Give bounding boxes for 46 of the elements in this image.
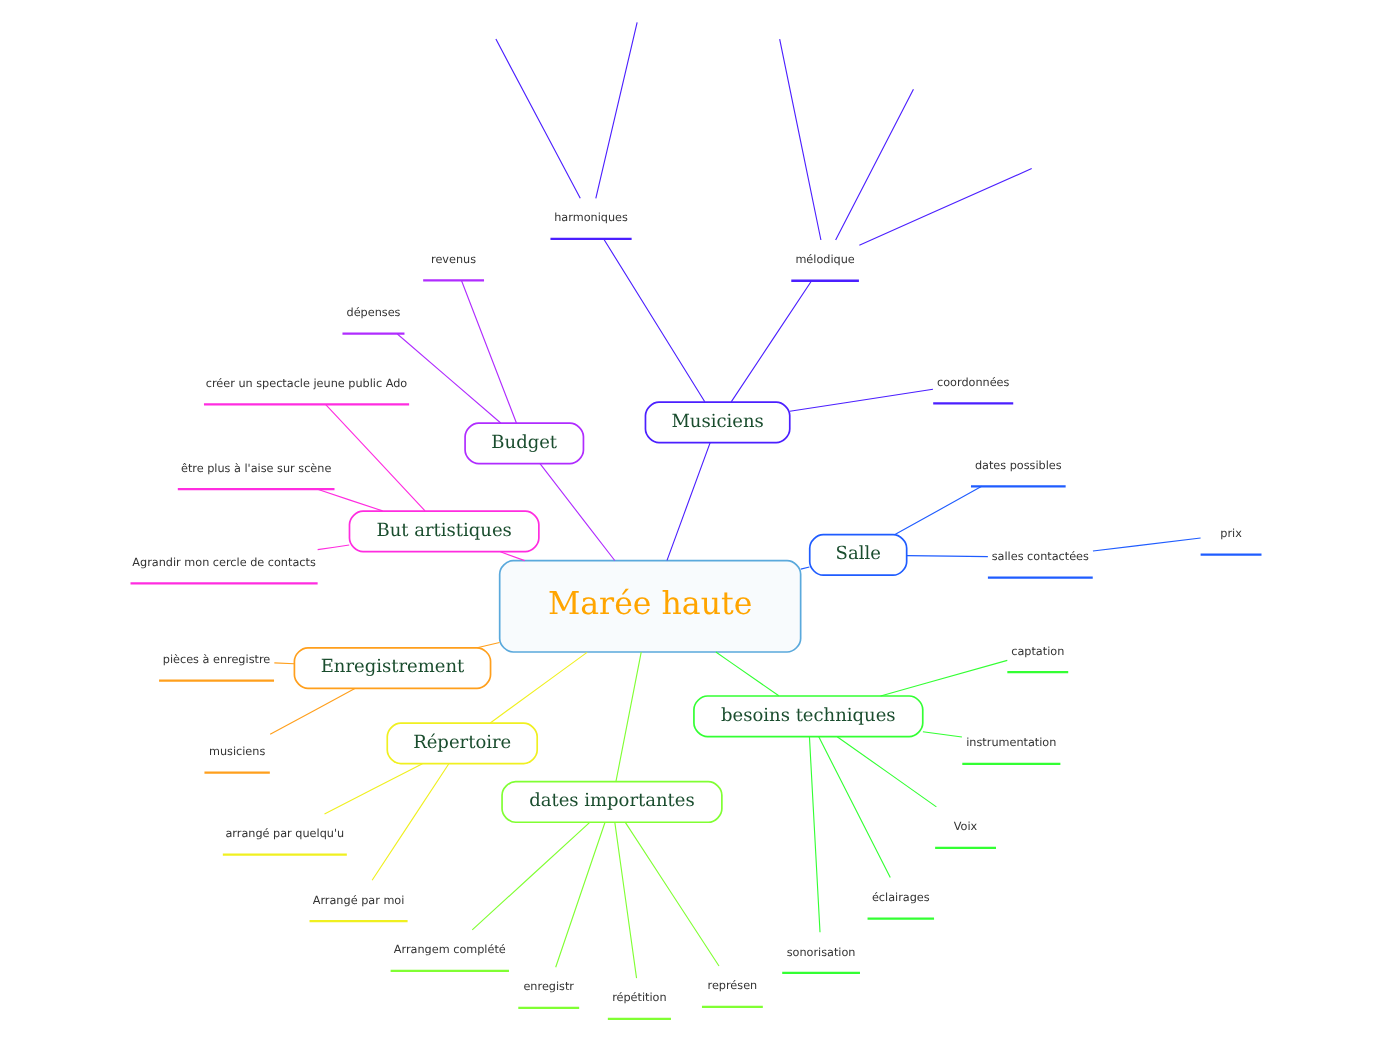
node-box: Musiciens	[644, 401, 791, 444]
node-box: Budget	[464, 422, 585, 465]
connector	[789, 388, 934, 412]
connector	[317, 544, 350, 551]
connector	[666, 442, 711, 561]
connector	[555, 822, 606, 968]
connector	[880, 659, 1008, 697]
node-box: dates importantes	[501, 780, 723, 824]
connector	[730, 280, 813, 403]
connector	[1092, 537, 1202, 552]
connector	[323, 763, 423, 815]
connector	[396, 333, 502, 424]
connector	[800, 566, 810, 570]
connector	[324, 403, 426, 512]
connector	[499, 551, 526, 562]
connector	[624, 821, 720, 967]
node-box: besoins techniques	[693, 695, 924, 738]
connector	[835, 88, 914, 241]
connector	[858, 167, 1033, 246]
connector	[273, 662, 295, 665]
connector	[316, 488, 384, 512]
connector	[460, 279, 517, 424]
connector	[808, 736, 821, 933]
connector	[269, 687, 356, 735]
connector	[614, 822, 638, 979]
connector	[471, 821, 591, 931]
node-box: Répertoire	[386, 722, 539, 765]
connector	[603, 238, 706, 403]
connector	[779, 38, 822, 241]
connector	[818, 736, 891, 879]
connector	[615, 651, 642, 783]
connector	[489, 651, 588, 724]
connector	[476, 641, 501, 649]
connector	[371, 763, 450, 881]
connector	[495, 38, 581, 199]
connector	[922, 731, 963, 738]
node-box: Marée haute	[498, 559, 802, 653]
connector	[715, 651, 780, 697]
connector	[836, 736, 937, 808]
node-box: But artistiques	[348, 510, 540, 553]
connector	[539, 463, 616, 562]
node-box: Enregistrement	[293, 646, 492, 690]
connector	[894, 485, 983, 536]
connector	[906, 555, 989, 558]
node-box: Salle	[808, 533, 908, 577]
connector	[595, 21, 638, 199]
